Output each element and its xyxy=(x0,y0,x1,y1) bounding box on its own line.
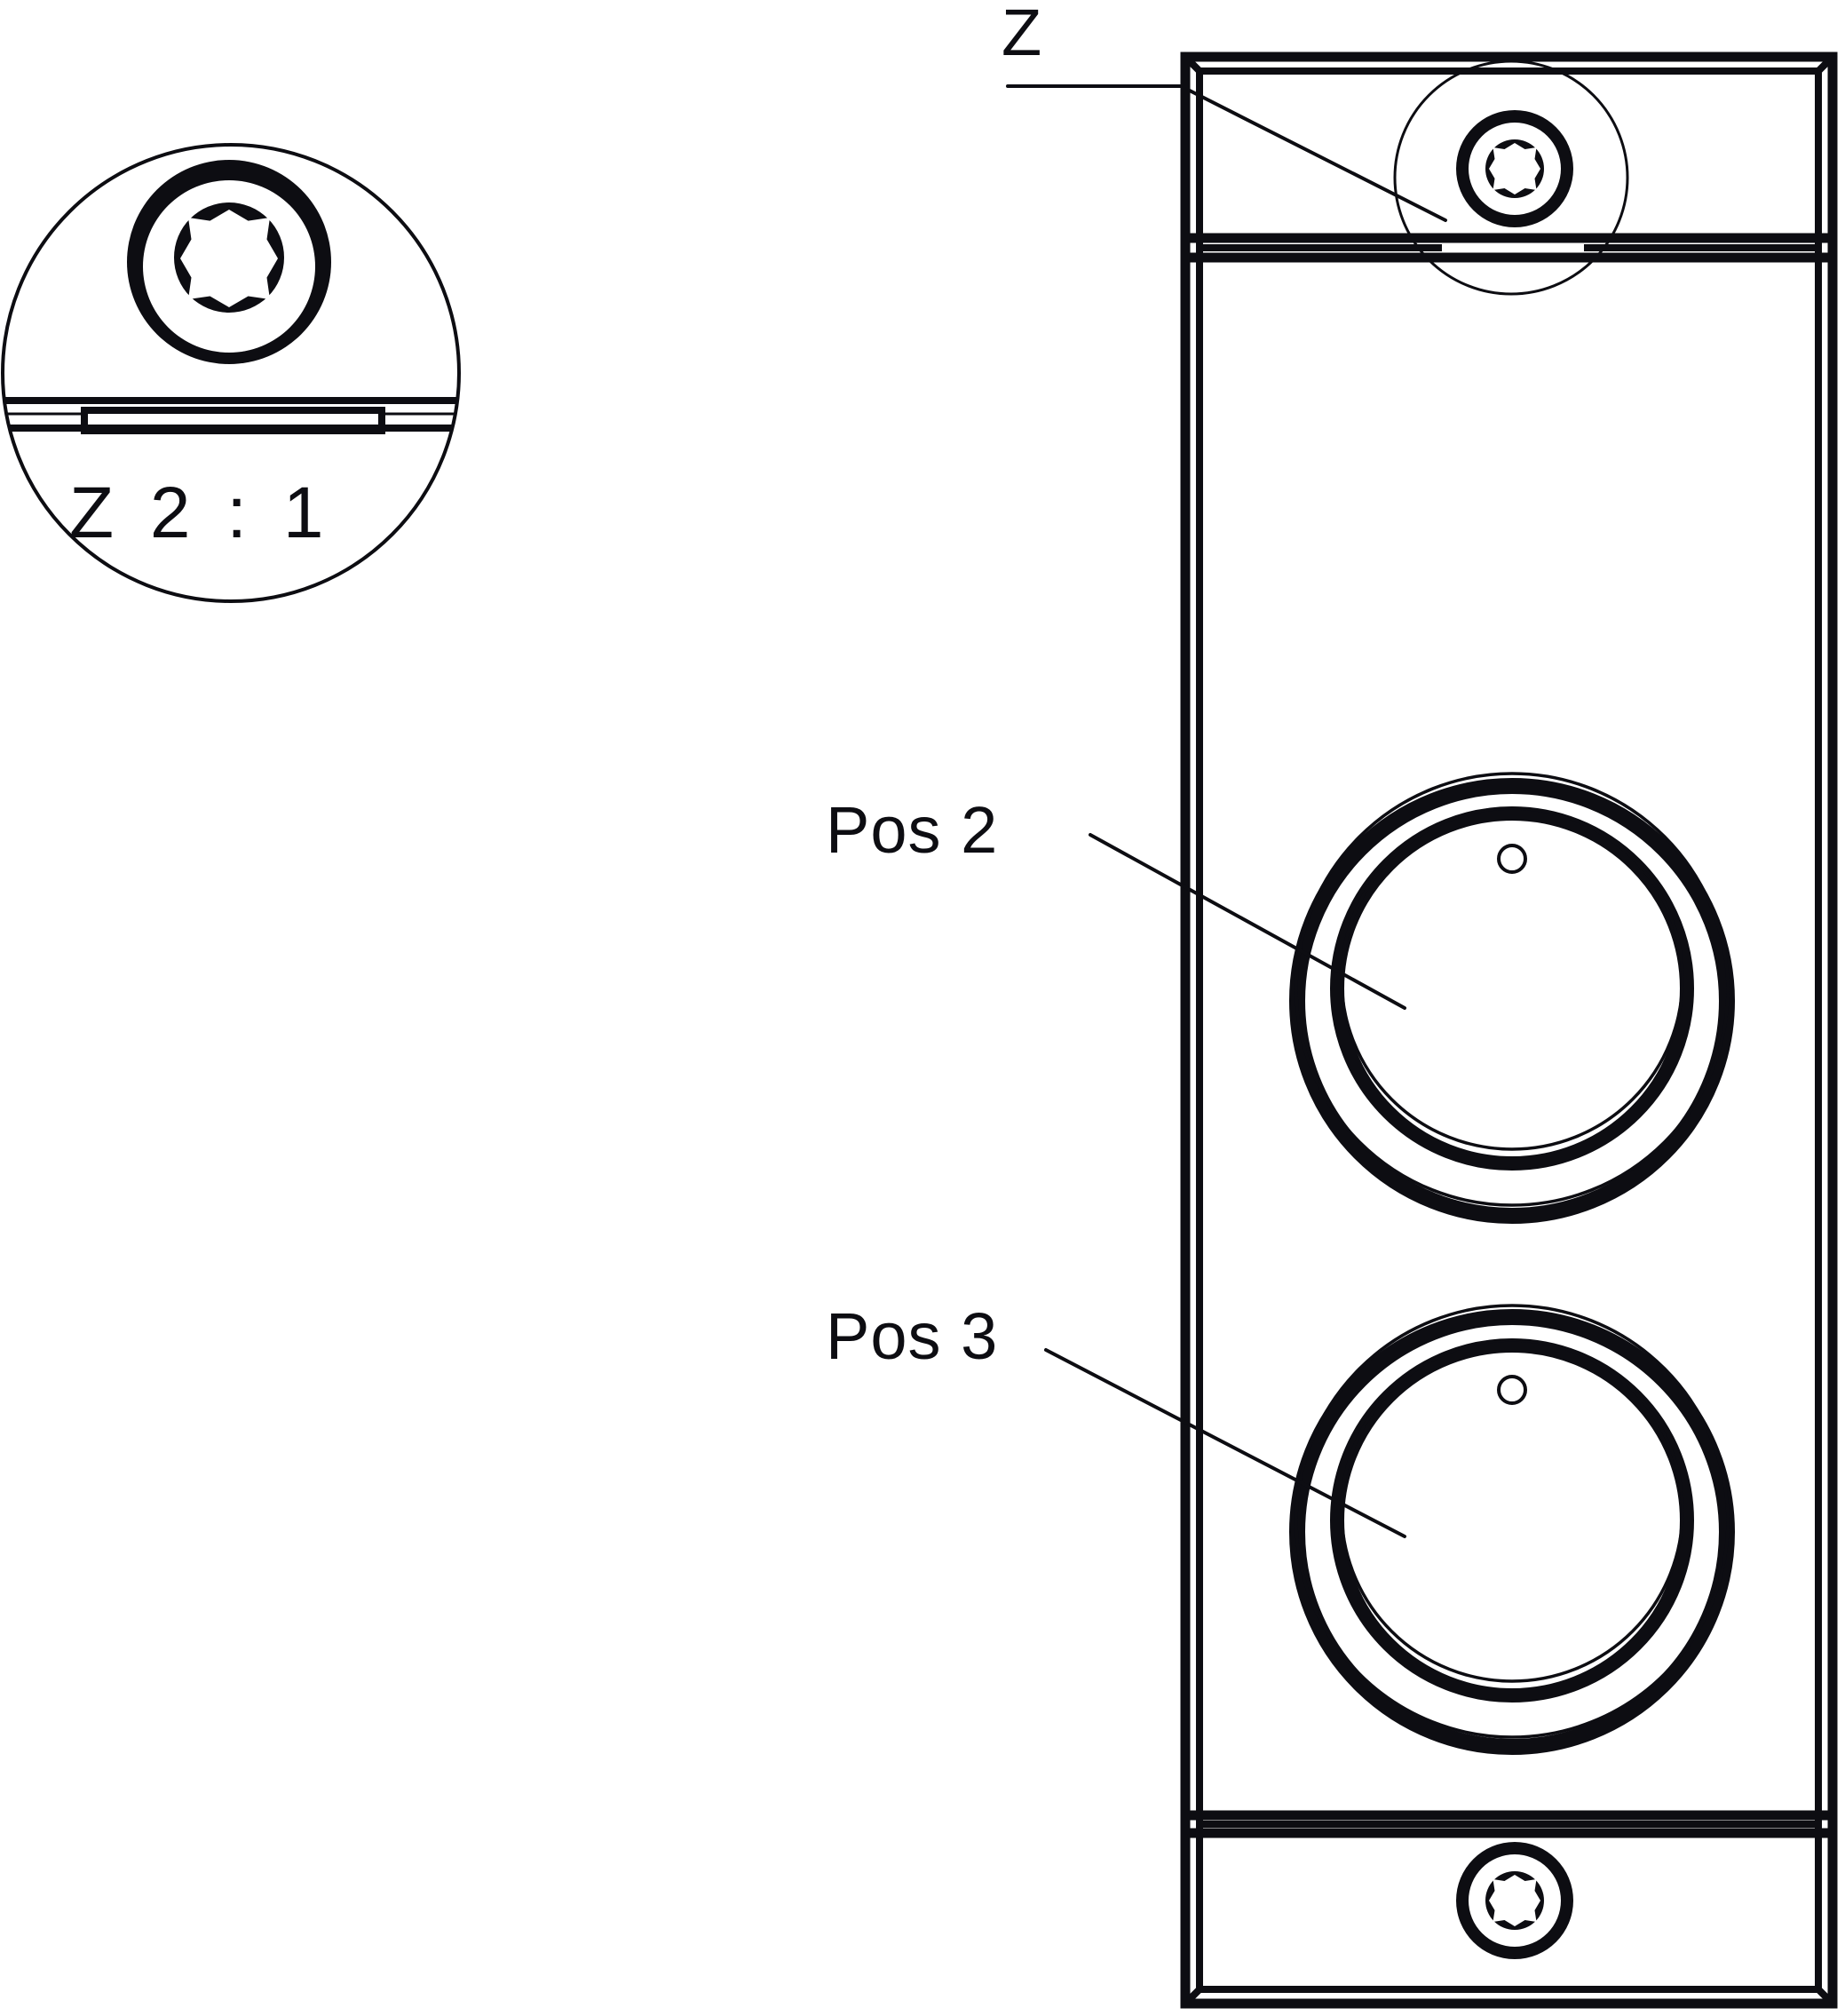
screw-socket-core-bottom xyxy=(1496,1882,1533,1919)
main-view-group: Pos 2 Pos 3 xyxy=(826,52,1838,2009)
screw-socket-core-top xyxy=(1496,150,1533,187)
detail-marker-circle xyxy=(1393,60,1629,296)
detail-view-content xyxy=(3,160,459,434)
pos3-mid-ring xyxy=(1330,1338,1694,1702)
body-inner-outline xyxy=(1196,67,1822,1993)
pos2-label: Pos 2 xyxy=(826,793,998,867)
pos3-leader-line xyxy=(1044,1348,1406,1538)
pos2-leader-line xyxy=(1089,833,1406,1010)
detail-callout-label: Z xyxy=(1002,0,1041,69)
pos2-label-group: Pos 2 xyxy=(826,793,1406,1010)
pos3-label: Pos 3 xyxy=(826,1299,998,1373)
pos2-mid-ring xyxy=(1330,806,1694,1171)
detail-view-title: Z 2 : 1 xyxy=(69,472,331,553)
detail-callout-leader-line xyxy=(1006,84,1447,222)
pos2-outer-ring xyxy=(1289,778,1735,1224)
torx-socket-core xyxy=(193,222,265,295)
detail-callout-group: Z xyxy=(1002,0,1447,222)
torx-screw-bottom xyxy=(1456,1842,1573,1959)
port-pos2-group xyxy=(1289,772,1735,1224)
top-band-group xyxy=(1180,233,1838,263)
detail-view-group: Z 2 : 1 xyxy=(1,143,461,603)
pos2-keyway-hole xyxy=(1497,844,1527,874)
detail-parting-lines xyxy=(3,397,459,434)
port-pos3-group xyxy=(1289,1304,1735,1755)
pos3-inner-circle xyxy=(1340,1338,1684,1683)
torx-screw-top xyxy=(1456,110,1573,227)
detail-torx-socket xyxy=(174,202,284,313)
pos2-outer-ring-shadow xyxy=(1295,772,1730,1207)
pos2-inner-circle xyxy=(1340,806,1684,1151)
pos3-label-group: Pos 3 xyxy=(826,1299,1406,1538)
bottom-band-group xyxy=(1180,1810,1838,1838)
detail-view-boundary-circle xyxy=(1,143,461,603)
top-band-pad xyxy=(1442,241,1584,256)
body-outline xyxy=(1180,52,1838,2009)
pos3-outer-ring-shadow xyxy=(1295,1304,1730,1739)
pos3-keyway-hole xyxy=(1497,1375,1527,1405)
body-corner-chamfers xyxy=(1180,52,1838,2009)
